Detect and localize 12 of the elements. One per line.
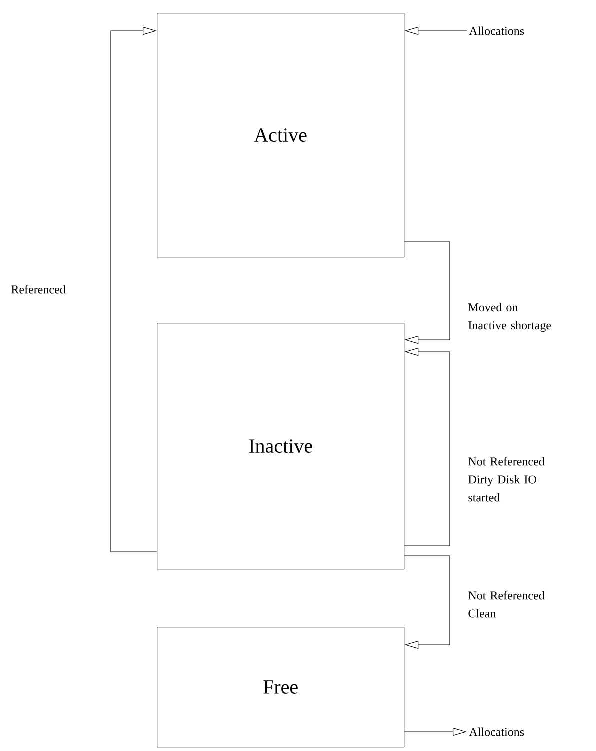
edge-label: Not Referenced Dirty Disk IO started [468,457,545,502]
arrow [110,26,158,552]
node-label: Allocations [469,26,524,36]
state-box: Inactive [157,323,405,570]
edge-label: Referenced [12,285,66,294]
arrow [404,242,450,344]
node-label: Allocations [469,728,524,736]
state-box: Active [157,13,405,258]
state-box: Free [157,627,405,748]
edge-label: Moved on Inactive shortage [468,303,552,332]
edge-label: Not Referenced Clean [468,591,545,618]
arrow [404,556,450,650]
